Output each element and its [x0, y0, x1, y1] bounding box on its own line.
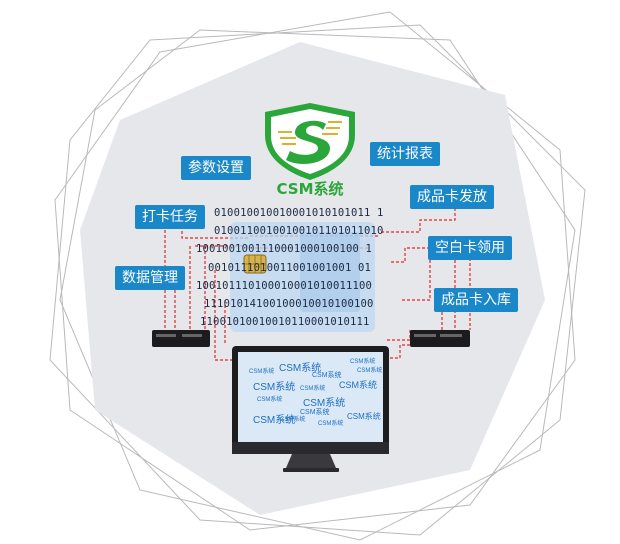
line-right-inner [400, 260, 431, 301]
outline-polygon-1 [54, 11, 576, 531]
module-stats: 统计报表 [370, 142, 440, 166]
module-blank: 空白卡领用 [428, 236, 512, 260]
line-blank [390, 247, 430, 263]
screen-text: CSM系统 [257, 397, 283, 403]
card-reader-right [410, 330, 470, 347]
screen-text: CSM系统 [350, 359, 376, 365]
binary-line: 0010111010011001001001 01 [208, 262, 372, 274]
card-reader-left [152, 330, 210, 347]
line-punch-2 [181, 226, 250, 239]
screen-text: CSM系统 [249, 369, 275, 375]
card-watermark [300, 232, 360, 312]
screen-text: CSM系统 [253, 415, 296, 426]
line-issue [380, 208, 456, 233]
brand-name: CSM系统 [276, 180, 344, 198]
line-left-inner-2 [214, 270, 240, 361]
screen-text: CSM系统 [300, 386, 326, 392]
module-product: 成品卡入库 [434, 288, 518, 312]
outline-polygon-2 [49, 24, 586, 536]
binary-line: 1001001001110001000100100 1 [196, 243, 373, 255]
binary-line: 010010010010001010101011 1 [214, 207, 384, 219]
binary-line: 11101014100100010010100100 [204, 298, 374, 310]
binary-line: 100101110100010001010011100 [196, 280, 373, 292]
chip-icon [243, 254, 267, 274]
screen-text: CSM系统 [339, 380, 377, 390]
screen-text: CSM系统 [318, 421, 344, 427]
screen-text: CSM系统 [280, 417, 306, 423]
monitor-icon [232, 346, 389, 472]
shield-logo-icon [265, 103, 355, 180]
screen-text: CSM系统 [253, 382, 296, 393]
binary-line: 11001010010010110001010111 [200, 316, 370, 328]
screen-text: CSM系统 [279, 363, 322, 374]
screen-text: CSM系统 [357, 368, 383, 374]
screen-text: CSM系统 [303, 398, 346, 409]
screen-text: CSM系统 [312, 372, 342, 379]
screen-text: CSM系统 [300, 409, 330, 416]
module-punch: 打卡任务 [135, 205, 205, 229]
module-data: 数据管理 [115, 266, 185, 290]
screen-text: CSM系统 [347, 412, 381, 421]
module-params: 参数设置 [181, 156, 251, 180]
module-issue: 成品卡发放 [410, 185, 494, 209]
binary-line: 01001100100100101101011010 [214, 225, 384, 237]
